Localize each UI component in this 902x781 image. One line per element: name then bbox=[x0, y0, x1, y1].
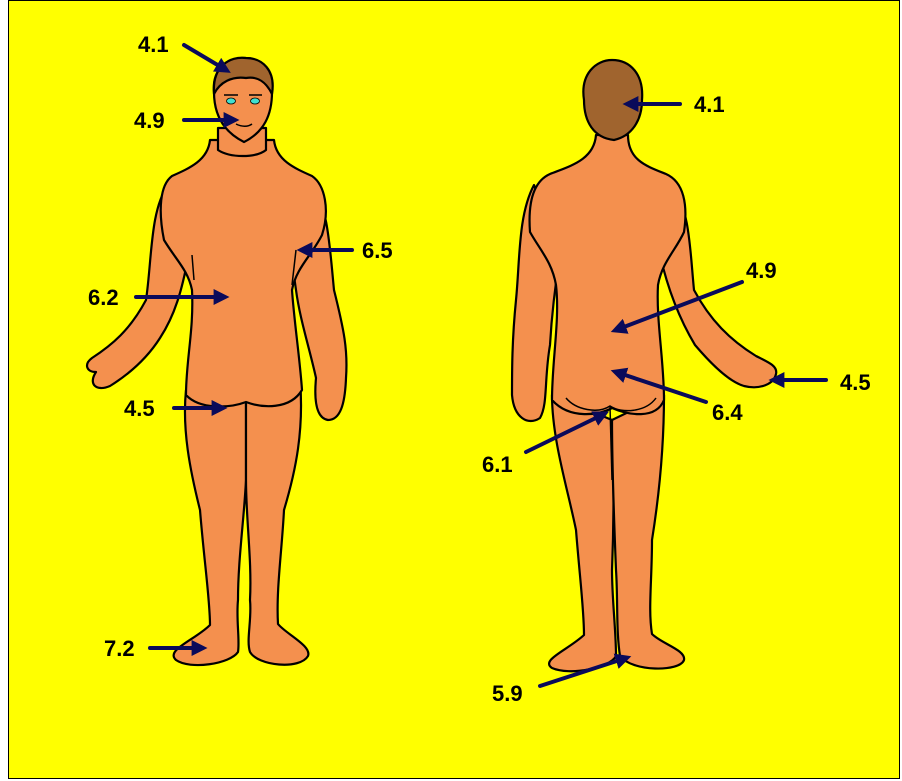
label-front-head: 4.1 bbox=[138, 32, 169, 57]
label-front-face: 4.9 bbox=[134, 108, 165, 133]
label-front-chest: 6.2 bbox=[88, 285, 119, 310]
label-front-arm: 6.5 bbox=[362, 238, 393, 263]
back-head bbox=[583, 60, 642, 140]
label-back-head: 4.1 bbox=[694, 92, 725, 117]
label-back-heel: 5.9 bbox=[492, 681, 523, 706]
label-back-buttocks: 6.1 bbox=[482, 452, 513, 477]
front-right-eye bbox=[251, 98, 260, 104]
label-back-hand: 4.5 bbox=[840, 370, 871, 395]
label-back-lower: 6.4 bbox=[712, 400, 743, 425]
front-left-eye bbox=[227, 98, 236, 104]
label-front-groin: 4.5 bbox=[124, 396, 155, 421]
label-back-upper: 4.9 bbox=[746, 258, 777, 283]
label-front-foot: 7.2 bbox=[104, 636, 135, 661]
